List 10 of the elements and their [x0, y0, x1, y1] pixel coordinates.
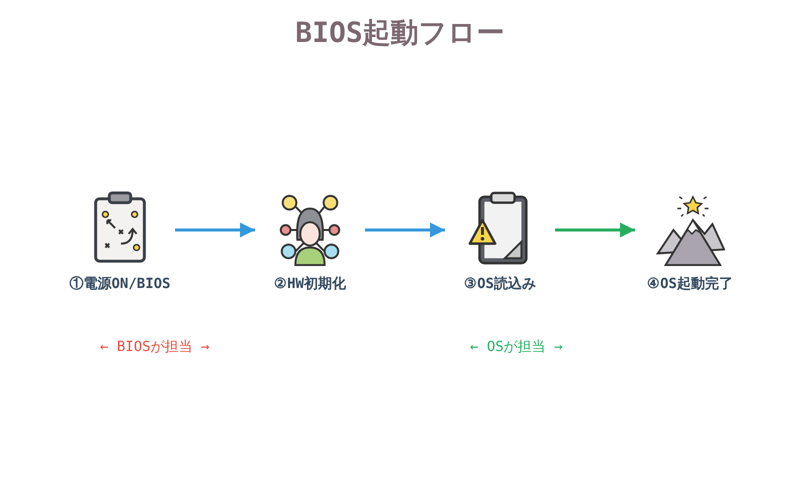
- range-note: ← OSが担当 →: [470, 338, 563, 356]
- arrow: [365, 222, 445, 238]
- arrow: [175, 222, 255, 238]
- step-label: ①電源ON/BIOS: [69, 276, 170, 292]
- range-note: ← BIOSが担当 →: [100, 338, 210, 356]
- arrow: [555, 222, 635, 238]
- step-label: ④OS起動完了: [647, 276, 733, 292]
- step-label: ③OS読込み: [464, 276, 536, 292]
- step-label: ②HW初期化: [274, 276, 346, 292]
- diagram-title: BIOS起動フロー: [295, 16, 505, 49]
